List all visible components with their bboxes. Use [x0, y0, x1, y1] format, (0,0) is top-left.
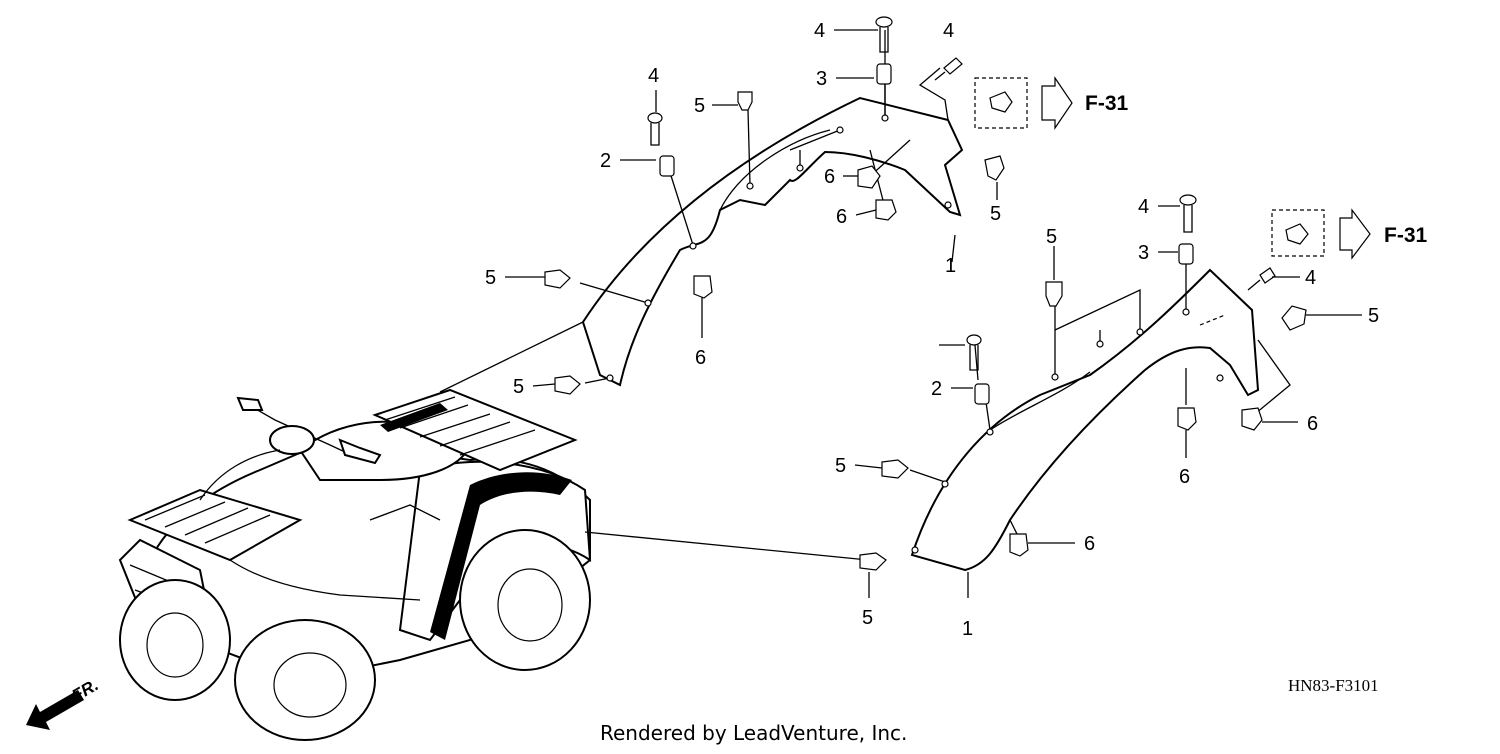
callout-6: 6: [1179, 466, 1190, 488]
callout-5: 5: [1368, 305, 1379, 327]
nut-6c: [693, 275, 713, 299]
callouts: 4 4 3 4 5 2 6 6 5 1 5 6 5 4 3 5 4 5 2: [485, 20, 1379, 640]
callout-4: 4: [1138, 196, 1149, 218]
bolt-4b: [934, 57, 963, 81]
nut-6b: [875, 199, 897, 221]
bolt-4f: [966, 334, 982, 371]
collar-2a: [659, 155, 675, 177]
clip-5f: [1281, 305, 1307, 331]
atv-illustration: [118, 388, 592, 741]
callout-2: 2: [931, 378, 942, 400]
front-direction-arrow: FR.: [26, 675, 102, 730]
callout-6: 6: [836, 206, 847, 228]
reference-label[interactable]: F-31: [1384, 224, 1428, 247]
collar-3a: [876, 63, 892, 85]
collar-2b: [974, 383, 990, 405]
nut-6e: [1177, 407, 1197, 431]
callout-6: 6: [1084, 533, 1095, 555]
nut-6a: [857, 165, 881, 189]
reference-f31-bottom[interactable]: F-31: [1271, 208, 1428, 260]
callout-3: 3: [816, 68, 827, 90]
reference-label[interactable]: F-31: [1085, 92, 1129, 115]
callout-4: 4: [1305, 267, 1316, 289]
hardware: [544, 16, 1307, 571]
clip-5e: [1045, 281, 1063, 307]
callout-1: 1: [962, 618, 973, 640]
callout-4: 4: [943, 20, 954, 42]
callout-4: 4: [648, 65, 659, 87]
bolt-4a: [875, 16, 893, 53]
callout-5: 5: [513, 376, 524, 398]
callout-5: 5: [694, 95, 705, 117]
bolt-4e: [1247, 267, 1276, 291]
credit-line: Rendered by LeadVenture, Inc.: [600, 721, 907, 745]
callout-5: 5: [485, 267, 496, 289]
nut-6d: [1241, 407, 1263, 431]
callout-5: 5: [835, 455, 846, 477]
callout-3: 3: [1138, 242, 1149, 264]
nut-6f: [1009, 533, 1029, 557]
callout-1: 1: [945, 255, 956, 277]
clip-5c: [554, 375, 581, 395]
callout-5: 5: [990, 203, 1001, 225]
callout-2: 2: [600, 150, 611, 172]
clip-5b: [544, 269, 571, 289]
diagram-code: HN83-F3101: [1288, 676, 1379, 695]
rear-fender-left: [581, 96, 964, 387]
callout-5: 5: [1046, 226, 1057, 248]
callout-5: 5: [862, 607, 873, 629]
callout-6: 6: [824, 166, 835, 188]
collar-3b: [1178, 243, 1194, 265]
clip-5h: [859, 552, 887, 571]
rear-fender-right: [910, 268, 1260, 572]
clip-5d: [984, 155, 1005, 181]
callout-4: 4: [814, 20, 825, 42]
callout-6: 6: [1307, 413, 1318, 435]
bolt-4c: [647, 112, 663, 146]
bolt-4d: [1179, 194, 1197, 233]
clip-5a: [737, 91, 753, 111]
callout-6: 6: [695, 347, 706, 369]
clip-5g: [881, 459, 909, 479]
reference-f31-top[interactable]: F-31: [974, 76, 1129, 130]
